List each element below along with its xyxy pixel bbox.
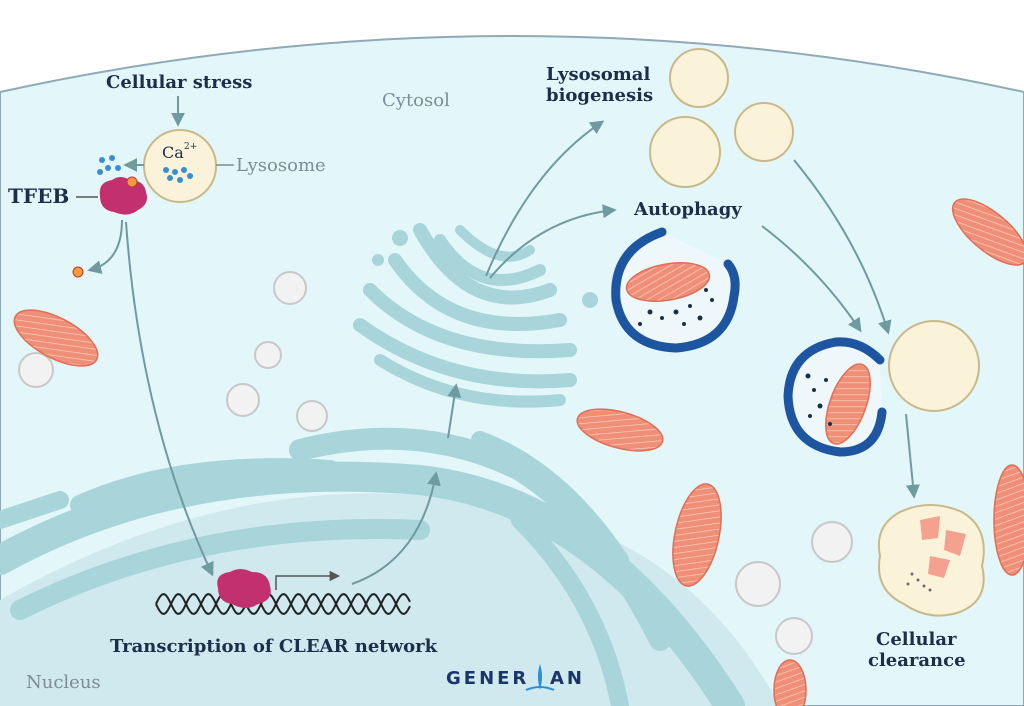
- tfeb-bound-dna: [217, 569, 271, 608]
- autophagy-label: Autophagy: [633, 199, 742, 220]
- cellular-stress-label: Cellular stress: [106, 72, 252, 93]
- calcium-ions: [163, 167, 193, 183]
- logo-drop-icon: [538, 664, 542, 690]
- biogenesis-arrow: [485, 120, 605, 277]
- released-calcium: [97, 155, 121, 175]
- autolysosome: [783, 320, 980, 457]
- tfeb-protein: [99, 177, 147, 215]
- lysosome: [143, 129, 217, 203]
- lysosomal-biogenesis-label-line1: Lysosomal: [546, 64, 650, 85]
- autophagy-arrow: [489, 204, 617, 279]
- autophagosome-fusion-arrow: [761, 225, 862, 333]
- logo-text-right: AN: [550, 668, 585, 689]
- residual-body: [878, 504, 985, 617]
- nucleus-label: Nucleus: [26, 672, 101, 693]
- logo-text-left: GENER: [446, 668, 529, 689]
- transcription-label: Transcription of CLEAR network: [110, 636, 438, 657]
- tfeb-label: TFEB: [8, 184, 69, 208]
- generian-logo: GENER AN: [446, 664, 585, 691]
- cellular-clearance-label-line2: clearance: [868, 650, 966, 671]
- dna-helix: [155, 593, 411, 615]
- endoplasmic-reticulum: [0, 427, 745, 706]
- export-arrow: [351, 471, 441, 585]
- nuclear-translocation-arrow: [125, 221, 214, 577]
- mitochondria: [13, 198, 1024, 706]
- phosphate-group: [126, 176, 138, 188]
- transcription-start-arrow: [275, 570, 341, 590]
- released-phosphate: [72, 266, 84, 278]
- golgi-apparatus: [353, 223, 598, 408]
- lysosome-fusion-arrow: [793, 159, 892, 335]
- calcium-label: Ca: [162, 143, 184, 162]
- cytosol-label: Cytosol: [382, 90, 450, 111]
- lysosome-label: Lysosome: [236, 155, 326, 176]
- dephosphorylation-arrow: [87, 219, 123, 275]
- lysosomal-biogenesis-label-line2: biogenesis: [546, 85, 653, 106]
- new-lysosomes: [649, 48, 794, 188]
- vesicles: [18, 271, 853, 655]
- calcium-charge-label: 2+: [184, 142, 197, 152]
- cellular-clearance-label-line1: Cellular: [876, 629, 957, 650]
- er-to-golgi-arrow: [447, 383, 462, 439]
- autophagosome: [611, 227, 740, 353]
- degradation-arrow: [905, 413, 920, 499]
